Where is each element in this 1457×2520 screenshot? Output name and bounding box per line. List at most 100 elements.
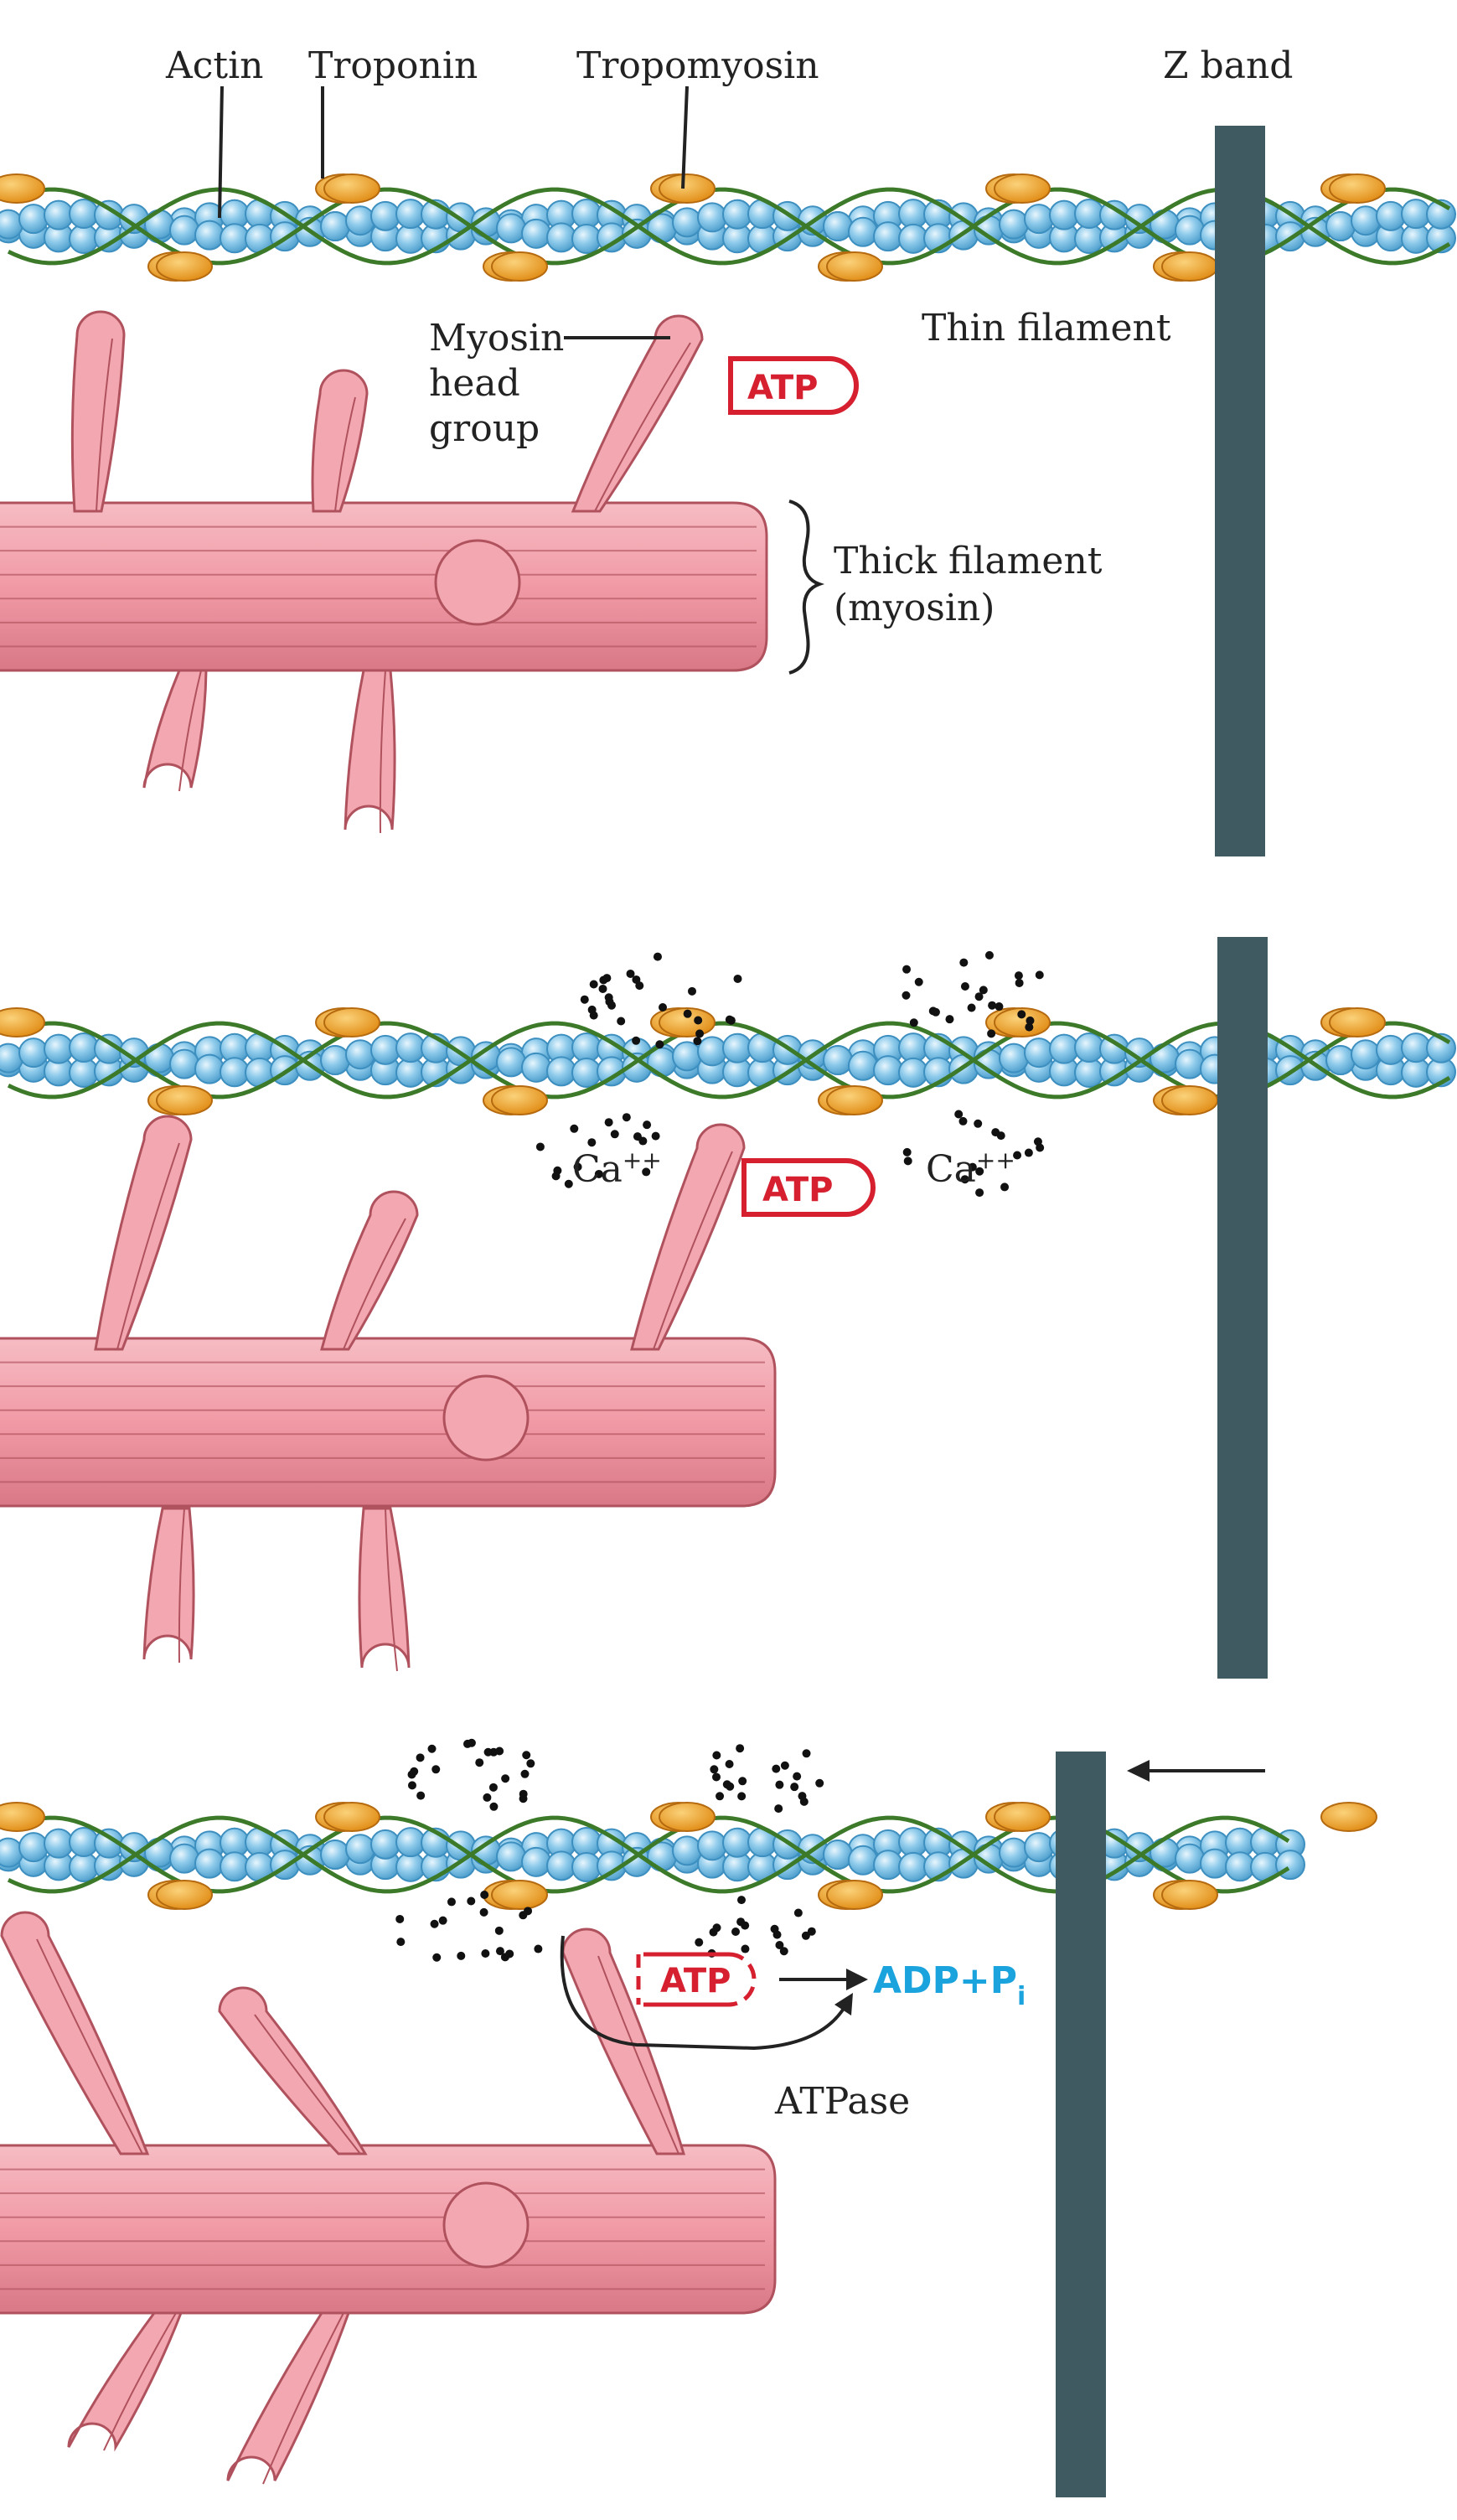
calcium-ion <box>488 1783 498 1792</box>
atp-label: ATP <box>762 1171 833 1209</box>
calcium-ion <box>687 986 696 996</box>
calcium-ion <box>638 1136 648 1146</box>
actin-bead <box>69 1032 99 1063</box>
troponin-label: Troponin <box>308 44 478 87</box>
myosin-head-lobe <box>358 1507 411 1669</box>
myosin-head-crease <box>385 1508 398 1672</box>
actin-bead <box>69 1827 99 1857</box>
calcium-ion <box>1000 1182 1010 1192</box>
calcium-ion <box>736 1896 746 1905</box>
calcium-ion <box>909 1018 918 1027</box>
myosin-head <box>571 314 704 513</box>
calcium-ions <box>395 1891 543 1962</box>
actin-bead <box>1175 1048 1205 1079</box>
troponin-complex <box>156 1085 213 1115</box>
calcium-ion <box>738 1777 747 1786</box>
actin-bead <box>395 1032 426 1063</box>
calcium-ion <box>974 992 984 1001</box>
calcium-ion <box>1025 1022 1034 1032</box>
actin-strand <box>0 199 1456 254</box>
calcium-ion <box>653 952 662 961</box>
troponin-complex <box>659 1802 716 1832</box>
myosin-head-crease <box>178 670 202 792</box>
calcium-ion <box>643 1120 652 1130</box>
actin-bead <box>370 200 400 231</box>
calcium-ion <box>1013 1151 1022 1160</box>
myosin-head-lobe <box>70 310 126 513</box>
actin-bead <box>546 222 576 253</box>
troponin-complex <box>994 1802 1051 1832</box>
calcium-ion <box>467 1896 476 1906</box>
actin-bead <box>496 1841 526 1872</box>
calcium-ion <box>793 1772 802 1781</box>
calcium-ion <box>1033 1137 1042 1146</box>
actin-bead <box>571 224 602 254</box>
calcium-ion <box>1035 970 1044 980</box>
myosin-head-crease <box>36 1938 143 2155</box>
actin-bead <box>571 199 602 229</box>
myosin-head-crease <box>653 1151 733 1350</box>
actin-bead <box>169 215 199 246</box>
actin-bead <box>898 1851 928 1882</box>
actin-bead <box>69 199 99 229</box>
myosin-head-label-line2: head <box>429 362 520 405</box>
panel3-labels: ATP ADP+Pi ATPase <box>560 1760 1265 2123</box>
calcium-ion <box>903 1157 912 1166</box>
troponin-complex <box>491 251 548 282</box>
actin-bead <box>1325 1045 1356 1075</box>
calcium-ion <box>741 1944 750 1953</box>
actin-bead <box>722 1827 752 1858</box>
calcium-ion <box>736 1744 745 1753</box>
calcium-ion <box>475 1758 484 1767</box>
actin-bead <box>546 1056 576 1087</box>
thick-filament <box>0 1337 777 1508</box>
actin-bead <box>194 1848 225 1879</box>
calcium-ion <box>651 1131 660 1141</box>
actin-bead <box>823 211 853 241</box>
calcium-ion <box>716 1792 725 1801</box>
actin-bead <box>672 1041 702 1072</box>
myosin-head-crease <box>96 338 113 512</box>
calcium-ion <box>793 1908 803 1917</box>
adp-pi-label: ADP+Pi <box>873 1959 1026 2011</box>
actin-bead <box>571 1058 602 1088</box>
actin-label: Actin <box>165 44 264 87</box>
calcium-ion <box>495 1746 504 1756</box>
thick-filament-body <box>0 2144 777 2315</box>
troponin-complex <box>1161 1085 1218 1115</box>
actin-bead <box>571 1827 602 1857</box>
troponin-complex <box>826 1085 883 1115</box>
actin-bead <box>697 202 727 233</box>
calcium-ions <box>902 1110 1045 1198</box>
myosin-head-crease <box>116 1142 180 1350</box>
calcium-ion <box>958 1116 968 1125</box>
calcium-ion <box>975 1188 984 1198</box>
calcium-ion <box>655 1040 664 1049</box>
myosin-head <box>320 1190 419 1351</box>
actin-bead <box>18 1832 49 1863</box>
actin-leader-line <box>218 85 224 219</box>
actin-bead <box>44 199 74 230</box>
panel-resting <box>0 126 1456 856</box>
calcium-ion <box>775 1941 784 1950</box>
actin-bead <box>697 1830 727 1861</box>
actin-bead <box>220 1851 250 1882</box>
calcium-ion <box>602 974 612 983</box>
actin-bead <box>848 1050 878 1081</box>
actin-bead <box>496 213 526 244</box>
actin-bead <box>521 218 551 249</box>
myosin-head <box>630 1123 746 1351</box>
myosin-bulge <box>442 1374 530 1462</box>
calcium-ion <box>996 1131 1005 1141</box>
actin-bead <box>220 1057 250 1088</box>
calcium-ion <box>988 1001 997 1010</box>
calcium-ion <box>432 1953 442 1962</box>
calcium-ion <box>695 1029 705 1038</box>
myosin-head <box>142 1507 195 1664</box>
myosin-head-label-line3: group <box>429 407 540 450</box>
z-band <box>1217 937 1268 1679</box>
myosin-head <box>67 2311 183 2452</box>
calcium-ion <box>416 1791 426 1800</box>
actin-bead <box>1200 1848 1230 1879</box>
actin-bead <box>873 1850 903 1881</box>
